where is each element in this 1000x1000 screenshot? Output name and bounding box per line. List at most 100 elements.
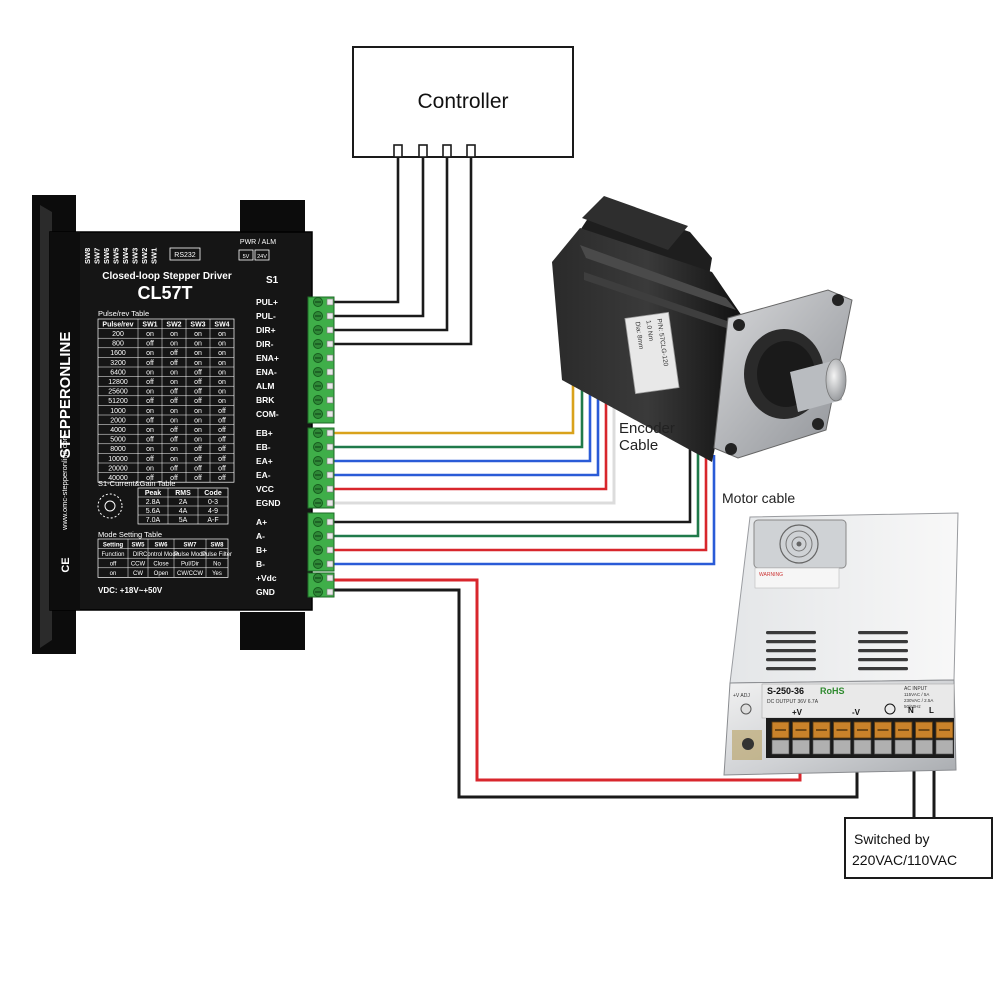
table-cell: off (194, 465, 202, 472)
terminal-label: PUL+ (256, 297, 278, 307)
terminal-label: EB+ (256, 428, 273, 438)
terminal-clamp (326, 368, 334, 376)
table-cell: off (146, 437, 154, 444)
table-cell: on (194, 437, 202, 444)
table-cell: CCW (131, 562, 146, 568)
terminal-label: COM- (256, 409, 279, 419)
psu-terminal-clamp (792, 739, 810, 755)
table-cell: off (218, 437, 226, 444)
mode-setting-table: SettingFunctionoffonSW5DIRCCWCWSW6Contro… (97, 538, 232, 578)
table-cell: off (194, 369, 202, 376)
table-cell: 200 (112, 331, 124, 338)
table-cell: off (170, 389, 178, 396)
table-header: RMS (175, 490, 191, 497)
table-cell: on (218, 331, 226, 338)
rs232-box (169, 247, 201, 261)
flange-bolt-3 (812, 418, 824, 430)
sw-label: SW2 (140, 248, 149, 264)
encoder-cable-wires (334, 366, 616, 505)
table-header: Peak (145, 490, 161, 497)
table-header: SW1 (142, 321, 157, 328)
terminal-clamp (326, 560, 334, 568)
table-cell: off (194, 456, 202, 463)
table-cell: on (146, 427, 154, 434)
terminal-label: B- (256, 559, 265, 569)
table-cell: Control Mode (143, 552, 180, 558)
table-cell: on (146, 350, 154, 357)
terminal-label: EA- (256, 470, 271, 480)
table-cell: 1600 (110, 350, 126, 357)
terminal-label: B+ (256, 545, 267, 555)
table-cell: 2A (179, 499, 188, 506)
table-cell: 2.8A (146, 499, 161, 506)
table-cell: Open (154, 571, 169, 577)
table-cell: off (194, 446, 202, 453)
terminal-clamp (326, 588, 334, 596)
table-cell: 3200 (110, 360, 126, 367)
wire-eb-minus (334, 370, 584, 449)
wire-dir-plus (334, 150, 449, 332)
vadj-knob-icon[interactable] (740, 703, 752, 715)
table-cell: off (218, 417, 226, 424)
controller-box: Controller (352, 46, 574, 158)
wire-pul-plus (334, 150, 400, 304)
table-cell: off (170, 360, 178, 367)
wire-a-plus (334, 445, 692, 524)
led-5v-box (238, 249, 254, 261)
vdc-label: VDC: +18V~+50V (98, 586, 163, 595)
wire-ea-plus (334, 374, 592, 463)
table-cell: 20000 (108, 465, 128, 472)
sw-label: SW3 (131, 248, 140, 264)
website-text: www.omc-stepperonline.com (60, 434, 69, 531)
flange-bolt-4 (725, 443, 737, 455)
terminal-clamp (326, 382, 334, 390)
table-cell: on (218, 379, 226, 386)
ce-mark: CE (60, 557, 72, 572)
table-header: Setting (103, 542, 124, 548)
table-cell: off (146, 341, 154, 348)
terminal-clamp (326, 326, 334, 334)
psu-model: S-250-36 (767, 686, 804, 696)
led-24v-box (254, 249, 270, 261)
sw-label: SW7 (93, 248, 102, 264)
motor-label-line: Dia: 8mm (634, 321, 645, 350)
motor-label-line: 1.0 Nm (644, 320, 654, 342)
psu-fan (753, 519, 847, 569)
terminal-clamp (326, 546, 334, 554)
terminal-clamp (326, 298, 334, 306)
psu-terminal-clamp (853, 739, 872, 755)
sw-label: SW1 (150, 248, 159, 264)
flange-bolt-2 (832, 294, 844, 306)
controller-label: Controller (417, 90, 508, 113)
wire-egnd (334, 386, 616, 505)
table-header: SW8 (210, 542, 224, 548)
table-cell: 0-3 (208, 499, 218, 506)
table-cell: 1000 (110, 408, 126, 415)
table-header: SW4 (214, 321, 229, 328)
psu-ac-1: 115VAC / 5A (904, 692, 929, 697)
terminal-clamp (326, 532, 334, 540)
terminal-clamp (326, 340, 334, 348)
terminal-clamp (326, 518, 334, 526)
wire-vcc (334, 382, 608, 491)
psu-vent-slot (858, 631, 908, 635)
motor-cable-label: Motor cable (722, 490, 795, 506)
table-cell: on (170, 446, 178, 453)
table-cell: off (218, 446, 226, 453)
controller-signal-wires (334, 150, 473, 346)
table-cell: 6400 (110, 369, 126, 376)
table-cell: on (170, 408, 178, 415)
terminal-label: EB- (256, 442, 271, 452)
terminal-label: EA+ (256, 456, 273, 466)
psu-terminal-clamp (894, 739, 913, 755)
controller-pin-2 (418, 144, 428, 158)
controller-pin-4 (466, 144, 476, 158)
table-cell: Pulse Mode (174, 552, 206, 558)
table-cell: off (146, 398, 154, 405)
table-cell: Yes (212, 571, 222, 577)
table-cell: Close (153, 562, 169, 568)
terminal-label: A- (256, 531, 265, 541)
current-dial (97, 493, 123, 519)
led-24v-label: 24V (257, 254, 267, 260)
